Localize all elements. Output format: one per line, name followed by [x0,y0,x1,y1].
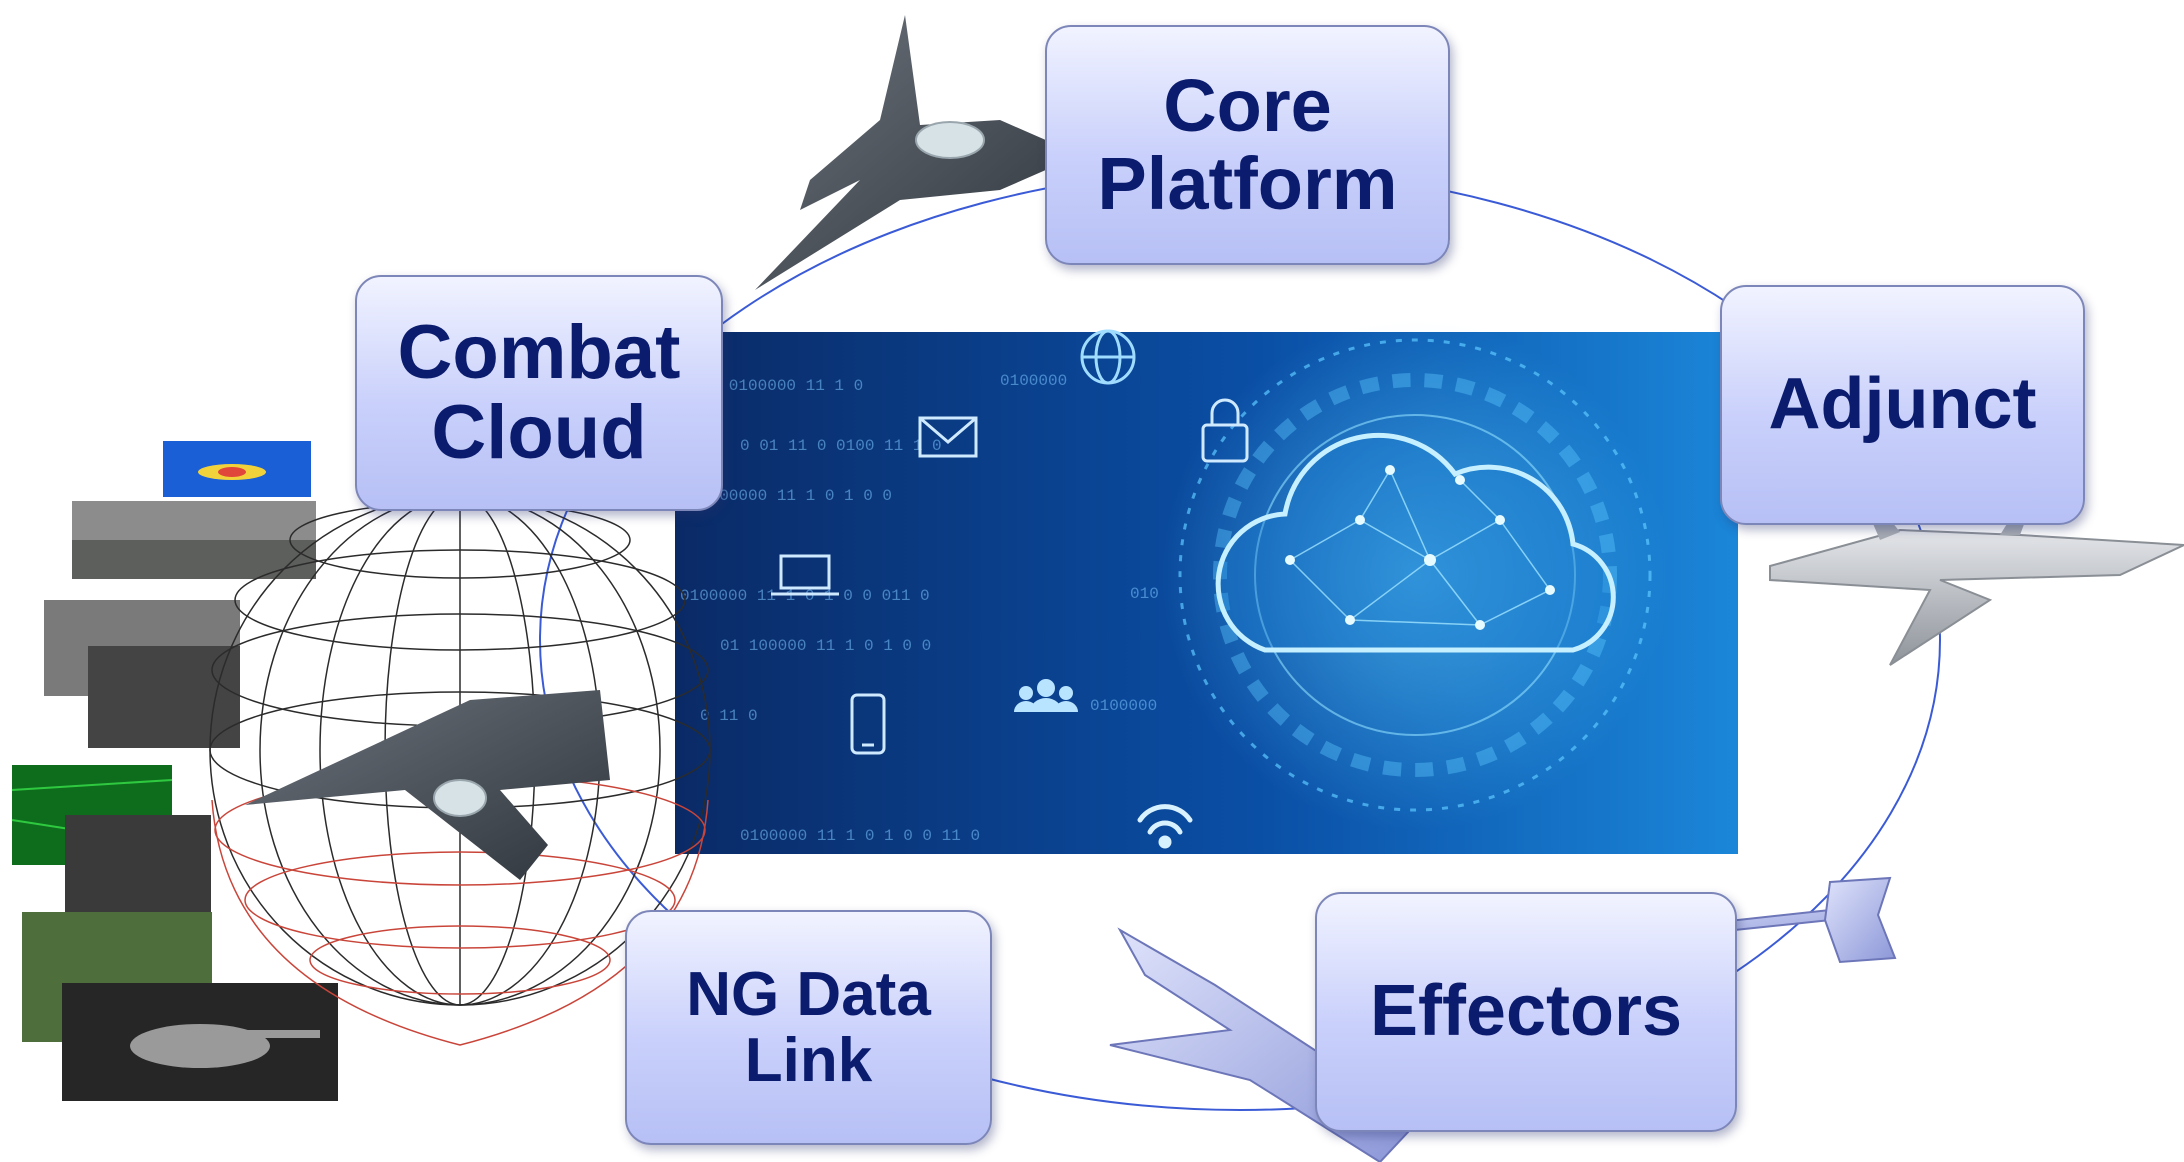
node-core-platform: Core Platform [1045,25,1450,265]
node-core-platform-line1: Core [1163,64,1332,148]
node-combat-cloud: Combat Cloud [355,275,723,511]
sensor-imagery-stack [11,441,338,1101]
laptop-icon [771,554,839,596]
fighter-jet-icon [245,690,610,880]
node-effectors-label: Effectors [1369,971,1683,1052]
node-adjunct: Adjunct [1720,285,2085,525]
globe-icon [1080,329,1136,385]
svg-text:0100000 11 1 0 1 0 0 011 0: 0100000 11 1 0 1 0 0 011 0 [680,587,930,605]
node-effectors: Effectors [1315,892,1737,1132]
node-adjunct-label: Adjunct [1768,364,2037,445]
svg-text:0100000 11 1 0 1 0 0: 0100000 11 1 0 1 0 0 [700,487,892,505]
svg-text:01 0100000 11 1 0: 01 0100000 11 1 0 [700,377,863,395]
svg-text:0 01 11 0 0100 11 1 0: 0 01 11 0 0100 11 1 0 [740,437,942,455]
node-combat-cloud-line1: Combat [397,310,681,396]
svg-text:01 100000 11 1 0 1 0 0: 01 100000 11 1 0 1 0 0 [720,637,931,655]
node-ng-data-link: NG Data Link [625,910,992,1145]
node-ng-data-link-line1: NG Data [686,960,931,1030]
cloud-network-panel: 01 0100000 11 1 0 0 01 11 0 0100 11 1 0 … [675,320,1738,854]
users-icon [1014,679,1078,712]
wifi-icon [1137,804,1193,849]
padlock-icon [1201,398,1249,463]
svg-text:0 11 0: 0 11 0 [700,707,758,725]
svg-text:010: 010 [1130,585,1159,603]
node-core-platform-line2: Platform [1097,142,1398,225]
fighter-jet-icon [755,15,1080,290]
svg-text:0100000 11 1 0 1 0 0 11 0: 0100000 11 1 0 1 0 0 11 0 [740,827,980,845]
node-combat-cloud-line2: Cloud [431,390,647,475]
svg-text:0100000: 0100000 [1090,697,1157,715]
phone-icon [850,693,886,755]
svg-text:0100000: 0100000 [1000,372,1067,390]
envelope-icon [918,416,978,458]
node-ng-data-link-line2: Link [744,1025,873,1095]
cloud-network-icon [1215,432,1616,653]
